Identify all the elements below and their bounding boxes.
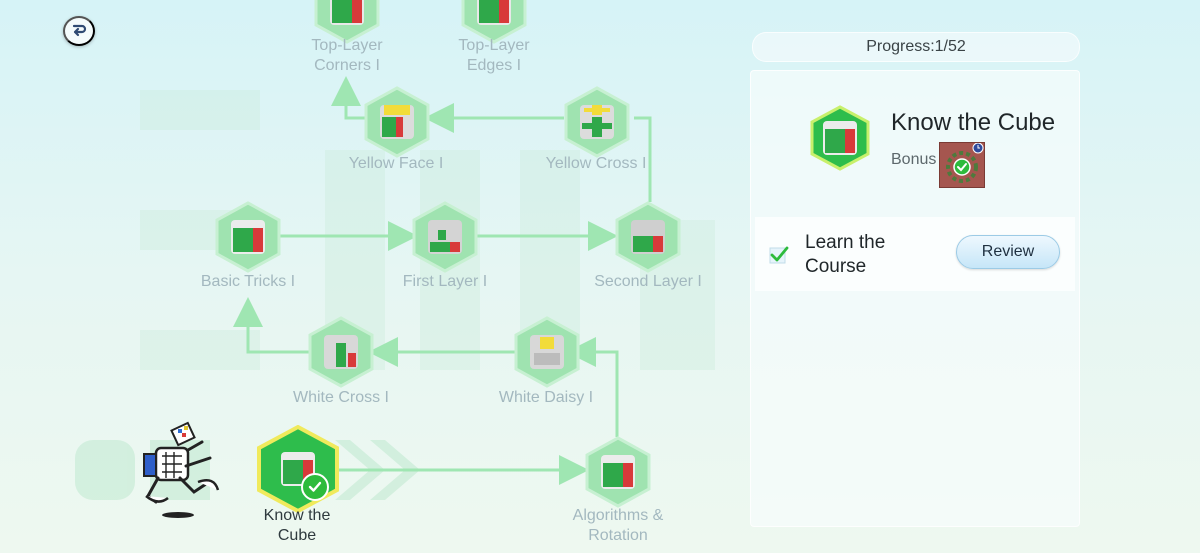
bonus-badge [939,142,985,188]
cube-icon [330,0,364,25]
checkmark-icon [308,481,322,492]
cube-icon [530,335,564,369]
progress-value: 1/52 [934,38,966,55]
course-map: Top-Layer Corners I Top-Layer Edges I Ye… [63,0,715,544]
node-top-layer-corners[interactable] [312,0,382,44]
cube-icon [631,220,665,254]
back-arrow-icon [72,24,87,37]
cube-icon [601,455,635,489]
bonus-label: Bonus [891,151,937,168]
connector-algorithms-daisy [566,337,619,437]
node-algorithms-rotation[interactable] [583,436,653,508]
course-hex-icon [810,105,870,171]
node-yellow-cross[interactable] [562,86,632,158]
mascot-cube-character [143,421,220,518]
connector-whitecross-basictricks [233,297,310,354]
node-basic-tricks[interactable] [213,201,283,273]
course-title: Know the Cube [891,109,1056,136]
cube-icon [580,105,614,139]
task-label: Learn the Course [805,232,886,277]
bonus-wreath-icon [946,142,984,183]
node-yellow-face[interactable] [362,86,432,158]
completed-check-badge [301,473,329,501]
path-connectors [233,76,652,485]
cube-icon [428,220,462,254]
node-second-layer[interactable] [613,201,683,273]
cube-icon [477,0,511,25]
progress-indicator: Progress:1/52 [752,32,1080,62]
connector-yellowface-toplayer [331,76,370,120]
task-row: Learn the Course Review [755,217,1075,291]
cube-icon [231,220,265,254]
cube-icon [324,335,358,369]
node-top-layer-edges[interactable] [459,0,529,44]
course-detail-panel: Know the Cube Bonus Learn the Course Rev… [750,70,1080,527]
node-white-cross[interactable] [306,316,376,388]
node-white-daisy[interactable] [512,316,582,388]
review-button[interactable]: Review [956,235,1060,269]
task-complete-checkbox [769,246,789,264]
connector-secondlayer-yellowcross [634,116,652,202]
node-know-the-cube[interactable] [255,425,341,513]
back-button[interactable] [63,16,95,46]
progress-label: Progress: [866,38,935,55]
cube-icon [380,105,414,139]
node-first-layer[interactable] [410,201,480,273]
